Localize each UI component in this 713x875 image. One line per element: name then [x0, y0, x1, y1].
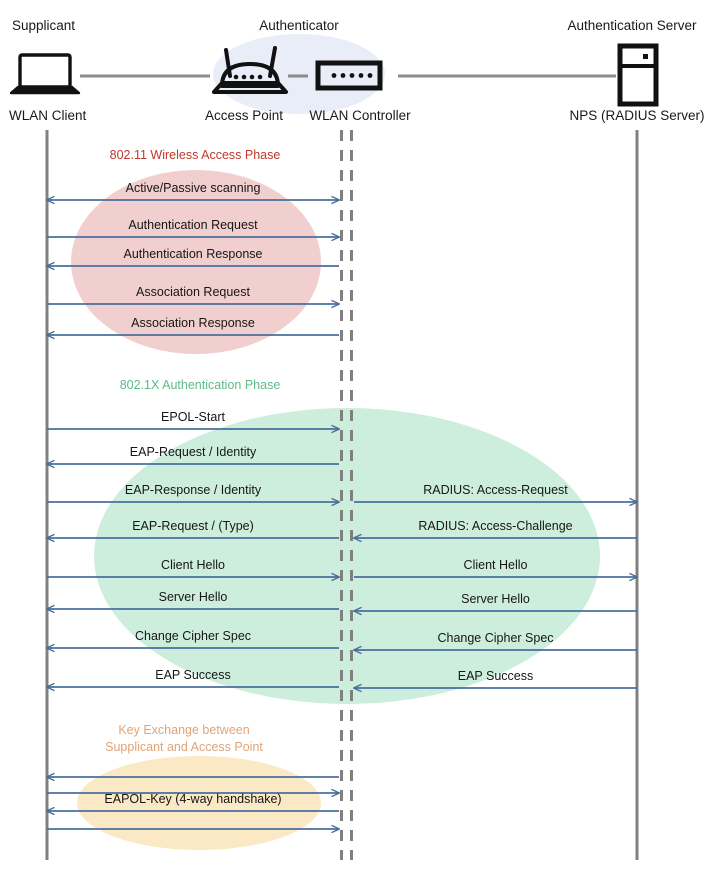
- actor-device-access-point: Access Point: [204, 108, 284, 123]
- phase-label-wireless-access: 802.11 Wireless Access Phase: [110, 147, 281, 164]
- phase-label-line: Supplicant and Access Point: [105, 739, 263, 754]
- message-label: Active/Passive scanning: [125, 181, 261, 195]
- phase-ellipse-wireless-access: [71, 170, 321, 354]
- message-label: EAP-Request / Identity: [129, 445, 257, 459]
- actor-role-authenticator: Authenticator: [259, 18, 339, 33]
- message-label: EAP Success: [457, 669, 534, 683]
- message-label: Server Hello: [461, 592, 530, 606]
- message-label: Change Cipher Spec: [134, 629, 252, 643]
- message-label: RADIUS: Access-Request: [423, 483, 568, 497]
- message-label: EAP-Response / Identity: [124, 483, 262, 497]
- message-label: Association Request: [136, 285, 250, 299]
- actor-device-wlan-client: WLAN Client: [9, 108, 87, 123]
- message-label: EAPOL-Key (4-way handshake): [104, 792, 282, 806]
- phase-ellipse-dot1x-auth: [94, 408, 600, 704]
- phase-label-line: 802.11 Wireless Access Phase: [109, 148, 281, 162]
- laptop-icon: [9, 53, 81, 95]
- actor-device-wlan-controller: WLAN Controller: [309, 108, 411, 123]
- phase-label-line: Key Exchange between: [118, 723, 250, 737]
- message-label: Client Hello: [161, 558, 225, 572]
- message-arrow-layer: [47, 200, 637, 829]
- message-label: Authentication Request: [128, 218, 258, 232]
- actor-role-auth-server: Authentication Server: [567, 18, 697, 33]
- message-label: EPOL-Start: [161, 410, 225, 424]
- actor-device-nps-radius: NPS (RADIUS Server): [569, 108, 705, 123]
- phase-label-dot1x-auth: 802.1X Authentication Phase: [120, 377, 281, 394]
- message-label: Client Hello: [463, 558, 528, 572]
- actor-role-supplicant: Supplicant: [12, 18, 76, 33]
- phase-label-key-exchange: Key Exchange between Supplicant and Acce…: [105, 722, 263, 756]
- message-label: Authentication Response: [123, 247, 263, 261]
- message-label: Change Cipher Spec: [437, 631, 554, 645]
- message-label: Server Hello: [158, 590, 228, 604]
- phase-ellipse-key-exchange: [77, 756, 321, 850]
- server-icon: [617, 43, 659, 107]
- message-label: Association Response: [131, 316, 255, 330]
- message-label: EAP Success: [155, 668, 231, 682]
- phase-label-line: 802.1X Authentication Phase: [119, 378, 281, 392]
- message-label: RADIUS: Access-Challenge: [418, 519, 573, 533]
- access-point-icon: [212, 46, 288, 94]
- message-label: EAP-Request / (Type): [132, 519, 254, 533]
- wlan-controller-icon: [315, 60, 383, 91]
